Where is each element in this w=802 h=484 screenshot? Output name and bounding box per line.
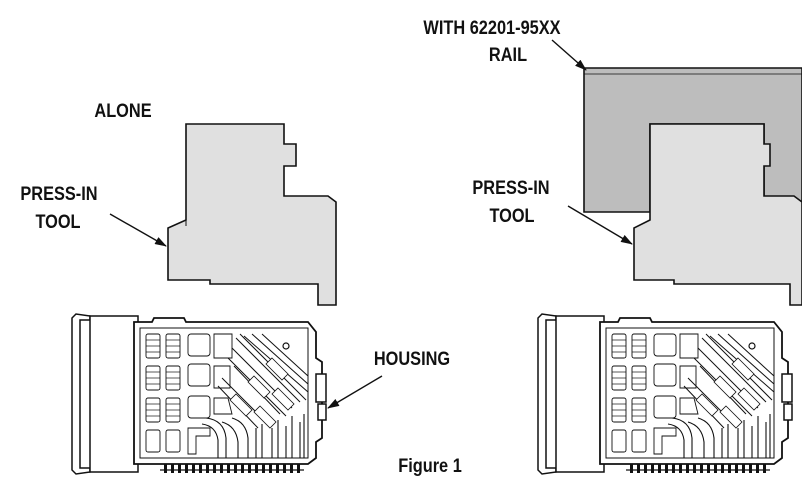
label-rail-line2: RAIL xyxy=(488,45,528,66)
housing-right xyxy=(537,313,793,475)
label-press-in-left-line1: PRESS-IN xyxy=(20,184,98,205)
label-rail-line1: WITH 62201-95XX xyxy=(423,18,561,39)
label-press-in-right-line2: TOOL xyxy=(489,206,535,227)
leader-press-in-right xyxy=(567,205,633,245)
label-press-in-left-line2: TOOL xyxy=(35,212,81,233)
housing-left xyxy=(71,313,327,475)
label-alone: ALONE xyxy=(94,101,152,122)
leader-press-in-left xyxy=(109,213,167,247)
label-press-in-right-line1: PRESS-IN xyxy=(472,178,550,199)
label-housing: HOUSING xyxy=(373,349,451,370)
press-in-tool-with-rail xyxy=(633,123,802,306)
figure-caption: Figure 1 xyxy=(398,456,462,477)
leader-rail xyxy=(551,39,587,71)
press-in-tool-alone xyxy=(167,123,337,306)
leader-housing xyxy=(327,375,383,409)
